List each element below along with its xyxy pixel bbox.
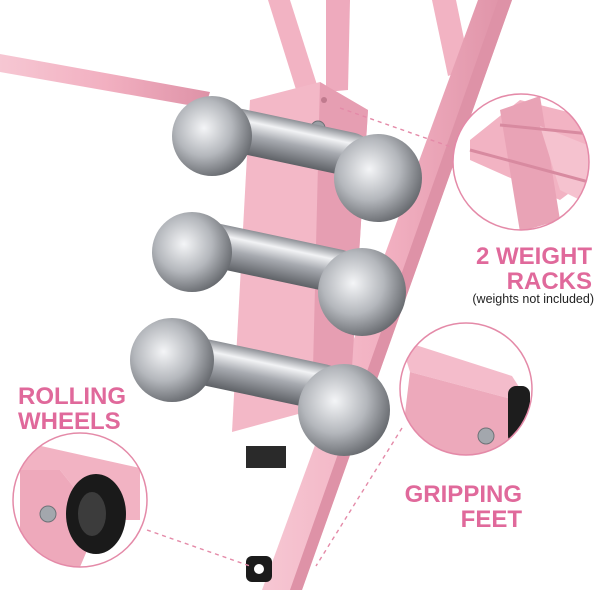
gripping-feet-line2: FEET xyxy=(460,506,522,534)
rack-dot xyxy=(321,97,327,103)
callout-wheel-detail xyxy=(12,432,148,568)
weight-racks-line2: RACKS xyxy=(506,268,592,296)
connector-feet xyxy=(315,427,403,567)
gripping-feet-title: GRIPPING FEET xyxy=(400,481,522,534)
rolling-wheels-line2: WHEELS xyxy=(18,408,121,436)
weight-racks-line1: 2 WEIGHT xyxy=(475,243,592,270)
gripping-feet-line1: GRIPPING xyxy=(404,481,522,508)
dumbbell-bottom xyxy=(130,318,390,456)
upright-center xyxy=(326,0,350,92)
rolling-wheels-title: ROLLING WHEELS xyxy=(18,383,158,436)
dumbbell-top-head-right xyxy=(334,134,422,222)
dumbbell-top-head-left xyxy=(172,96,252,176)
dumbbell-bottom-head-left xyxy=(130,318,214,402)
callout-rack-detail xyxy=(452,93,590,231)
dumbbell-bottom-head-right xyxy=(298,364,390,456)
dumbbell-top-handle xyxy=(212,107,372,177)
dumbbell-middle-head-left xyxy=(152,212,232,292)
connector-wheel xyxy=(146,529,251,567)
weight-racks-title: 2 WEIGHT RACKS xyxy=(452,243,592,296)
dumbbell-top xyxy=(172,96,422,222)
dumbbell-middle-handle xyxy=(191,222,359,294)
foot-wheel-hub xyxy=(254,564,264,574)
weights-not-included-note: (weights not included) xyxy=(472,292,594,306)
rolling-wheels-line1: ROLLING xyxy=(18,383,126,410)
mid-foot xyxy=(246,446,286,468)
upright-left xyxy=(268,0,318,96)
connector-lines xyxy=(146,107,455,567)
horizontal-bar xyxy=(0,54,210,108)
callout-feet-detail xyxy=(399,322,533,456)
dumbbell-middle-head-right xyxy=(318,248,406,336)
dumbbell-middle xyxy=(152,212,406,336)
